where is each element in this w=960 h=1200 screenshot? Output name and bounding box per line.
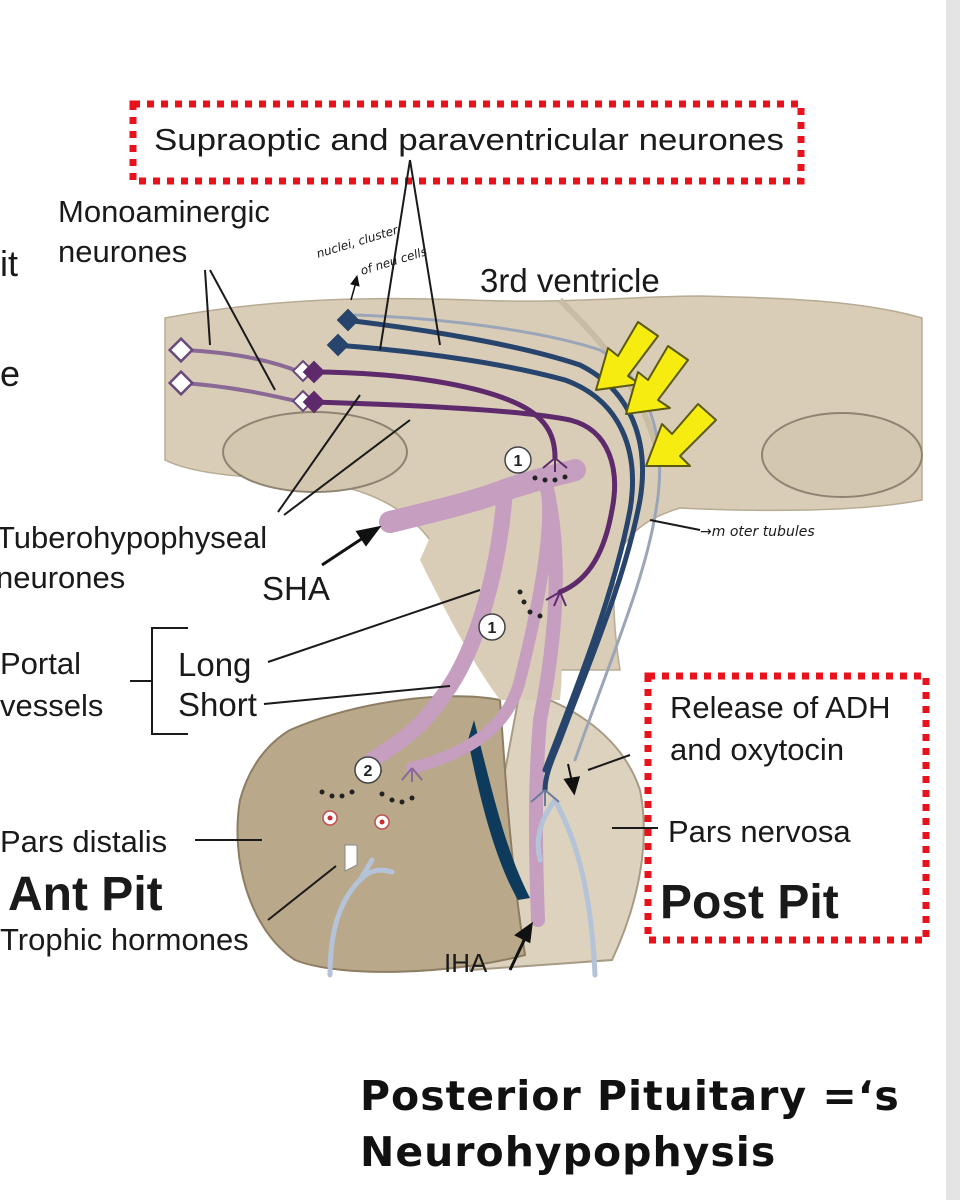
- caption-line-2: Neurohypophysis: [360, 1128, 777, 1176]
- label-pars-nervosa: Pars nervosa: [668, 814, 851, 849]
- label-third-ventricle: 3rd ventricle: [480, 262, 660, 299]
- svg-text:2: 2: [364, 763, 373, 780]
- edge-fragment-1: it: [0, 243, 18, 284]
- note-microtubules: →m oter tubules: [700, 524, 815, 540]
- post-pit-highlight-box: [644, 672, 930, 944]
- edge-fragment-2: e: [0, 353, 20, 394]
- svg-text:1: 1: [514, 453, 523, 470]
- neuron-tracts: [180, 313, 662, 793]
- label-trophic-hormones: Trophic hormones: [0, 922, 249, 957]
- anterior-lobe: [236, 695, 527, 973]
- hypophyseal-veins: [327, 797, 598, 978]
- marker-2: 2: [354, 756, 382, 784]
- optic-chiasm-left: [222, 411, 408, 493]
- label-post-pit: Post Pit: [660, 876, 839, 929]
- label-release-1: Release of ADH: [670, 690, 891, 725]
- label-monoaminergic-1: Monoaminergic: [58, 194, 270, 229]
- label-release-2: and oxytocin: [670, 732, 844, 767]
- leader-lines: [130, 159, 701, 921]
- label-monoaminergic-2: neurones: [58, 234, 187, 269]
- caption-line-1: Posterior Pituitary =‘s: [360, 1072, 900, 1120]
- label-tuberohypophyseal-1: Tuberohypophyseal: [0, 520, 267, 555]
- marker-1a: 1: [504, 446, 532, 474]
- label-iha: IHA: [444, 948, 488, 978]
- pointer-arrows: [321, 274, 581, 971]
- marker-1b: 1: [478, 613, 506, 641]
- label-tuberohypophyseal-2: neurones: [0, 560, 125, 595]
- optic-chiasm-right: [761, 412, 923, 498]
- secretory-granules: [319, 474, 568, 805]
- page-edge: [946, 0, 960, 1200]
- supraoptic-highlight-box: [129, 100, 805, 185]
- target-cells: [322, 810, 390, 872]
- label-portal-2: vessels: [0, 688, 103, 723]
- note-nuclei-2: of neu cells: [359, 244, 429, 277]
- neuron-cell-bodies: [167, 308, 360, 414]
- yellow-arrows: [595, 321, 717, 467]
- label-long: Long: [178, 646, 251, 683]
- pars-intermedia: [468, 720, 530, 900]
- caption: Posterior Pituitary =‘s Neurohypophysis: [360, 1068, 900, 1180]
- label-ant-pit: Ant Pit: [8, 868, 163, 921]
- label-portal-1: Portal: [0, 646, 81, 681]
- label-supraoptic: Supraoptic and paraventricular neurones: [154, 122, 784, 157]
- label-short: Short: [178, 686, 257, 723]
- svg-text:1: 1: [488, 620, 497, 637]
- label-pars-distalis: Pars distalis: [0, 824, 167, 859]
- label-sha: SHA: [262, 570, 330, 607]
